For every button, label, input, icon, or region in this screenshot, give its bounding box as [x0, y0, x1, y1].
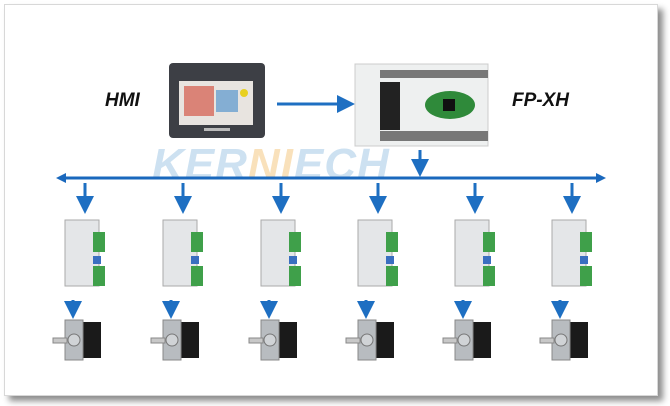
- stepper-motor: [442, 319, 491, 361]
- stepper-motor: [248, 319, 297, 361]
- axis-6: [539, 183, 592, 361]
- stepper-driver: [64, 219, 105, 287]
- axis-3: [248, 183, 301, 361]
- stepper-driver: [162, 219, 203, 287]
- stepper-motor: [150, 319, 199, 361]
- plc-label: FP-XH: [512, 90, 569, 111]
- axis-4: [345, 183, 398, 361]
- plc-device: [354, 63, 489, 147]
- axis-2: [150, 183, 203, 361]
- stepper-motor: [52, 319, 101, 361]
- watermark-logo: KERNIECH: [152, 140, 390, 189]
- axis-1: [52, 183, 105, 361]
- hmi-label: HMI: [105, 90, 140, 111]
- stepper-motor: [345, 319, 394, 361]
- stepper-driver: [454, 219, 495, 287]
- diagram-frame: [4, 4, 658, 396]
- hmi-device: [169, 63, 265, 138]
- stepper-driver: [551, 219, 592, 287]
- axis-5: [442, 183, 495, 361]
- stepper-driver: [260, 219, 301, 287]
- stepper-motor: [539, 319, 588, 361]
- stepper-driver: [357, 219, 398, 287]
